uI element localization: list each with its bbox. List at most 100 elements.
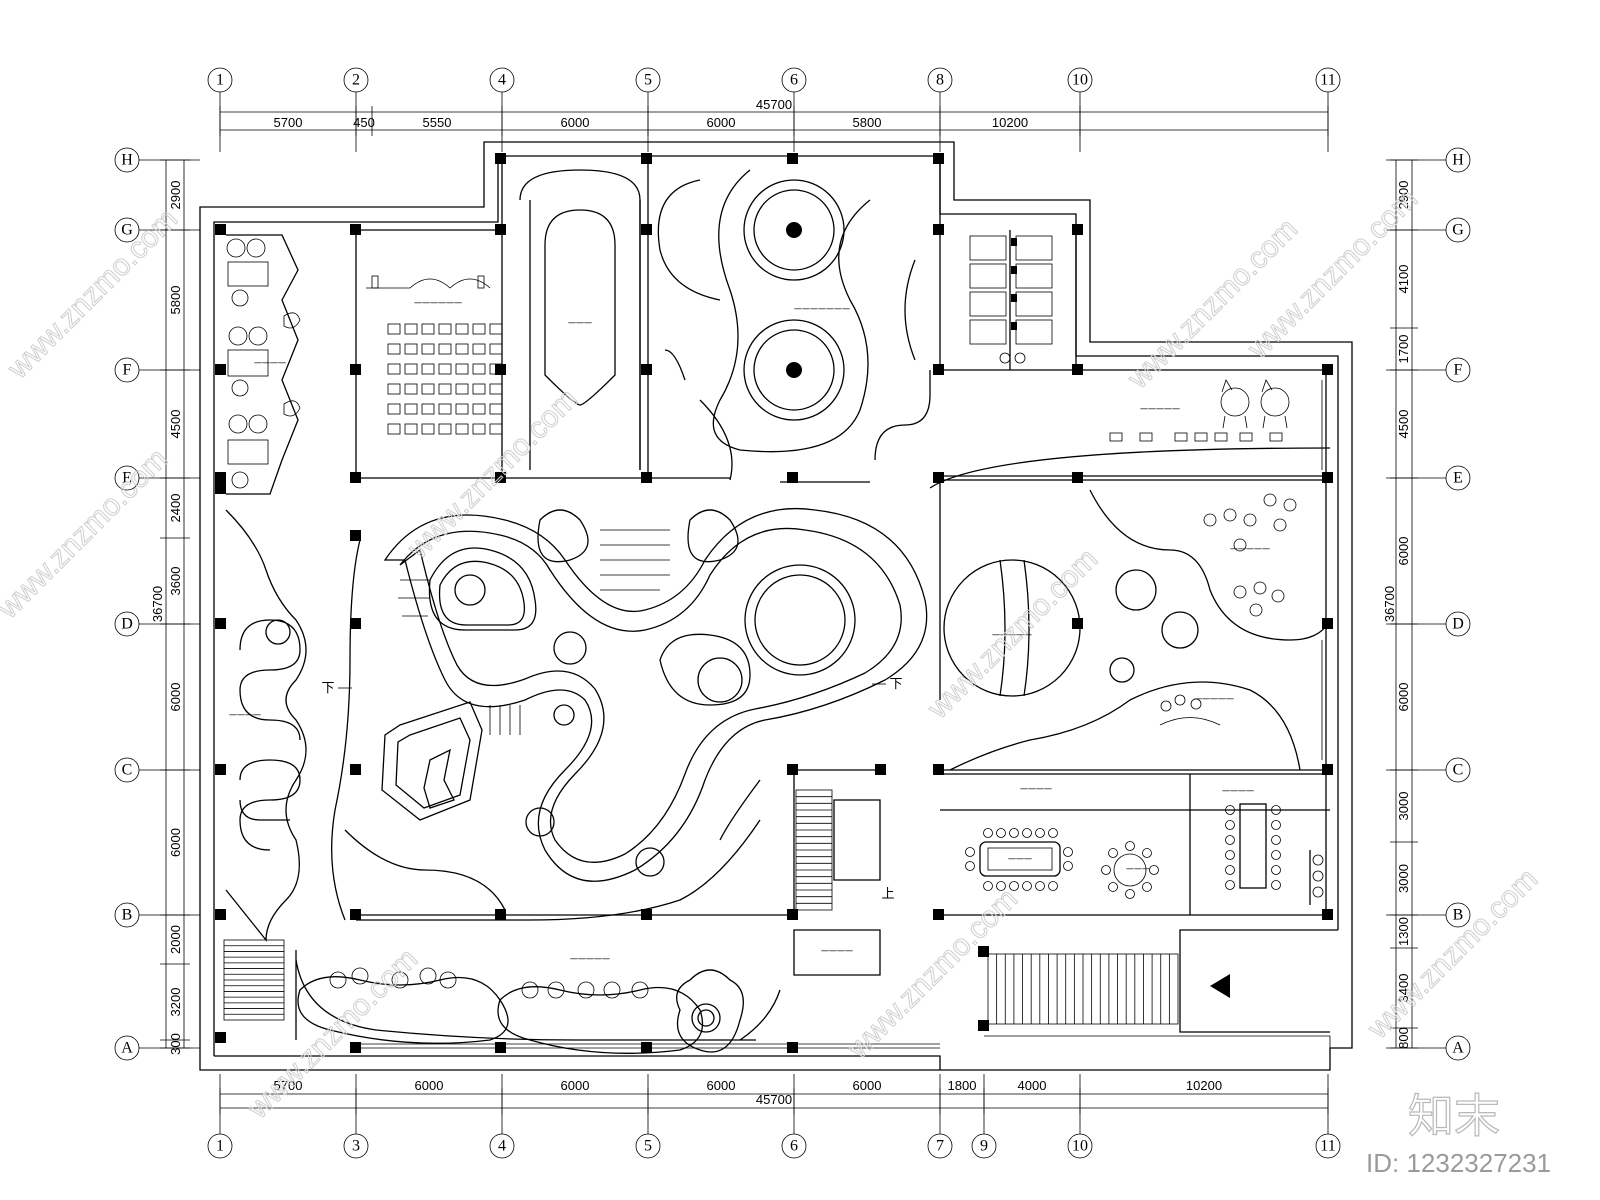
grid-label-bottom: 1 [216,1138,224,1155]
dimension-segment: 2900 [168,181,183,210]
svg-text:一一一一一: 一一一一一 [1194,695,1234,704]
grid-label-right: E [1453,470,1463,487]
grid-label-top: 8 [936,72,944,89]
grid-label-bottom: 9 [980,1138,988,1155]
svg-text:一一一一: 一一一一 [1020,785,1052,794]
grid-label-left: C [122,762,133,779]
grid-label-left: G [121,222,133,239]
svg-text:一一一一: 一一一一 [1222,787,1254,796]
watermark-text: www.znzmo.com [1361,862,1544,1045]
dimension-segment: 800 [1396,1027,1411,1049]
dimension-segment: 1300 [1396,917,1411,946]
up-marker: 上 [881,886,894,901]
building-outline [199,141,1353,1071]
dimension-segment: 4500 [1396,410,1411,439]
watermark-text: www.znzmo.com [0,442,174,625]
dimension-chain-right: 3670029004100170045006000600030003000130… [1382,159,1418,1049]
svg-text:一一一: 一一一 [568,319,592,328]
grid-label-right: G [1452,222,1464,239]
grid-label-right: C [1453,762,1464,779]
down-marker-left: 下 [321,680,334,695]
stairs [223,789,1230,1025]
bottom-play-strip [295,950,781,1054]
dimension-total: 36700 [150,586,165,622]
dimension-segment: 3000 [1396,864,1411,893]
dimension-chain-left: 3670029005800450024003600600060002000320… [150,159,190,1055]
grid-label-right: B [1453,907,1464,924]
dimension-segment: 5700 [274,1078,303,1093]
dimension-segment: 5700 [274,115,303,130]
grid-label-bottom: 6 [790,1138,798,1155]
dimension-total: 36700 [1382,586,1397,622]
grid-label-bottom: 7 [936,1138,944,1155]
dimension-segment: 3200 [168,988,183,1017]
dimension-segment: 5550 [423,115,452,130]
grid-label-bottom: 5 [644,1138,652,1155]
central-play-landscape [331,507,928,921]
image-id-label: ID: 1232327231 [1366,1148,1551,1178]
dimension-segment: 4000 [1018,1078,1047,1093]
dimension-total: 45700 [756,97,792,112]
round-play-room [657,169,931,481]
dimension-segment: 6000 [415,1078,444,1093]
svg-text:一一一一: 一一一一 [229,711,261,720]
dimension-segment: 1800 [948,1078,977,1093]
restroom-stalls [950,235,1080,371]
dimension-segment: 6000 [707,1078,736,1093]
grid-label-top: 2 [352,72,360,89]
svg-text:一一一一一一一: 一一一一一一一 [794,305,850,314]
level-markers: 下 下 上 [321,676,902,901]
interior-walls [355,160,1330,1049]
dimension-segment: 3400 [1396,974,1411,1003]
watermark-text: www.znzmo.com [401,382,584,565]
svg-text:一一一一一一: 一一一一一一 [414,299,462,308]
watermark-text: www.znzmo.com [1,202,184,385]
grid-label-right: F [1454,362,1463,379]
dimension-segment: 2900 [1396,181,1411,210]
dimension-segment: 10200 [1186,1078,1222,1093]
grid-label-top: 10 [1072,72,1088,89]
grid-label-top: 6 [790,72,798,89]
watermarks: www.znzmo.com www.znzmo.com www.znzmo.co… [0,182,1551,1178]
brand-logo-text: 知末 [1408,1089,1500,1143]
grid-label-bottom: 11 [1320,1138,1335,1155]
svg-text:一一一一一: 一一一一一 [992,631,1032,640]
grid-label-left: F [123,362,132,379]
dimension-segment: 6000 [1396,537,1411,566]
watermark-text: www.znzmo.com [921,542,1104,725]
dimension-segment: 2400 [168,494,183,523]
dimension-segment: 1700 [1396,335,1411,364]
dimension-segment: 6000 [168,683,183,712]
grid-label-bottom: 3 [352,1138,360,1155]
story-corner [929,379,1331,489]
dimension-segment: 2000 [168,925,183,954]
svg-text:一一一一一: 一一一一一 [1140,405,1180,414]
classroom-seating [366,275,503,435]
dimension-segment: 5800 [168,286,183,315]
meeting-rooms [965,803,1324,905]
dimension-segment: 6000 [561,115,590,130]
svg-text:一一一一一: 一一一一一 [1230,545,1270,554]
grid-label-top: 4 [498,72,506,89]
grid-label-bottom: 10 [1072,1138,1088,1155]
grid-label-right: H [1452,152,1464,169]
grid-label-left: D [121,616,133,633]
down-marker-right: 下 [889,676,902,691]
grid-label-left: B [122,907,133,924]
svg-text:一一一一一: 一一一一一 [570,955,610,964]
dimension-segment: 6000 [561,1078,590,1093]
svg-text:一一一一: 一一一一 [821,947,853,956]
dimension-segment: 4100 [1396,265,1411,294]
watermark-text: www.znzmo.com [1121,212,1304,395]
dimension-segment: 6000 [1396,683,1411,712]
left-maze-area [225,509,307,942]
grid-label-left: A [121,1040,133,1057]
svg-text:一一一一: 一一一一 [254,359,286,368]
dimension-segment: 5800 [853,115,882,130]
dimension-total: 45700 [756,1092,792,1107]
